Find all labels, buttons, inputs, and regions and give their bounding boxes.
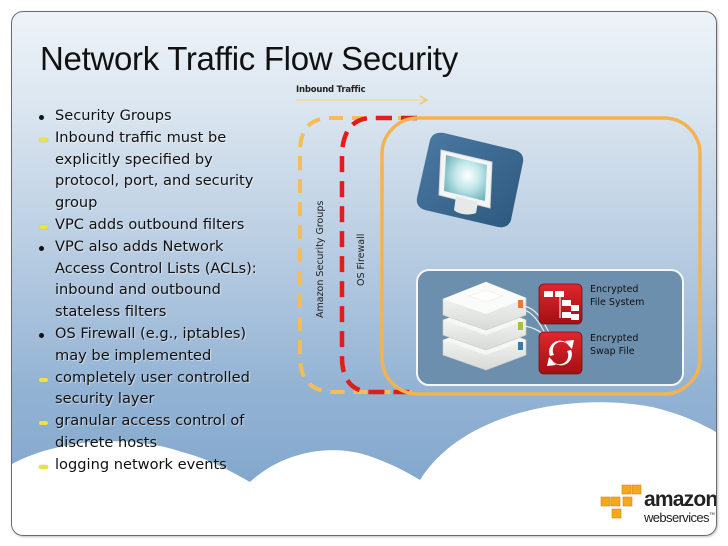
- bullet-text: completely user controlled security laye…: [55, 368, 250, 408]
- file-system-icon: [538, 283, 583, 325]
- bullet-text: VPC adds outbound filters: [55, 215, 245, 233]
- encrypted-swap-file-label: Encrypted Swap File: [590, 333, 639, 357]
- network-diagram: [296, 95, 702, 396]
- security-group-boundary: [298, 116, 412, 394]
- inbound-arrow-head: [419, 95, 429, 105]
- security-groups-label: Amazon Security Groups: [315, 200, 326, 318]
- bullet-text: OS Firewall (e.g., iptables) may be impl…: [55, 324, 247, 364]
- sub-bullet-item: logging network events: [36, 454, 306, 476]
- bullet-text: Inbound traffic must be explicitly speci…: [55, 128, 254, 212]
- monitor-icon: [416, 132, 524, 228]
- bullet-text: VPC also adds Network Access Control Lis…: [55, 237, 257, 321]
- encrypted-file-system-label: Encrypted File System: [590, 284, 645, 308]
- bullet-text: logging network events: [55, 455, 227, 473]
- bullet-item: Security Groups: [36, 105, 306, 127]
- bullet-dash-icon: [39, 464, 48, 469]
- bullet-item: VPC also adds Network Access Control Lis…: [36, 236, 306, 323]
- aws-cubes-icon: [600, 484, 642, 519]
- instance-boundary: [380, 116, 702, 396]
- bullet-dash-icon: [39, 377, 48, 382]
- bullet-text: granular access control of discrete host…: [55, 412, 245, 451]
- trademark-symbol: ™: [708, 512, 715, 519]
- aws-brand-text: amazon: [644, 488, 717, 511]
- swap-refresh-icon: [538, 331, 583, 375]
- bullet-dash-icon: [39, 137, 48, 142]
- bullet-dash-icon: [39, 421, 48, 426]
- bullet-text: Security Groups: [55, 107, 172, 124]
- bullet-dot-icon: [39, 332, 44, 338]
- sub-bullet-item: VPC adds outbound filters: [36, 214, 306, 236]
- sub-bullet-item: granular access control of discrete host…: [36, 410, 306, 454]
- aws-webservices-text: webservices: [644, 510, 710, 525]
- server-stack-icon: [442, 281, 551, 371]
- bullet-dot-icon: [39, 115, 44, 120]
- slide: Network Traffic Flow Security Security G…: [11, 11, 717, 536]
- sub-bullet-item: completely user controlled security laye…: [36, 367, 306, 411]
- cloud-background: [12, 402, 716, 535]
- os-firewall-boundary: [339, 115, 417, 395]
- bullet-dash-icon: [39, 224, 48, 229]
- bullet-dot-icon: [39, 245, 44, 251]
- aws-logo: amazon webservices™: [600, 484, 716, 530]
- inbound-traffic-label: Inbound Traffic: [296, 85, 366, 95]
- os-firewall-label: OS Firewall: [356, 233, 367, 286]
- bullet-list: Security Groups Inbound traffic must be …: [36, 105, 306, 476]
- bullet-item: OS Firewall (e.g., iptables) may be impl…: [36, 323, 306, 367]
- sub-bullet-item: Inbound traffic must be explicitly speci…: [36, 127, 306, 214]
- slide-title: Network Traffic Flow Security: [40, 40, 458, 77]
- aws-sub-text: webservices™: [644, 510, 715, 525]
